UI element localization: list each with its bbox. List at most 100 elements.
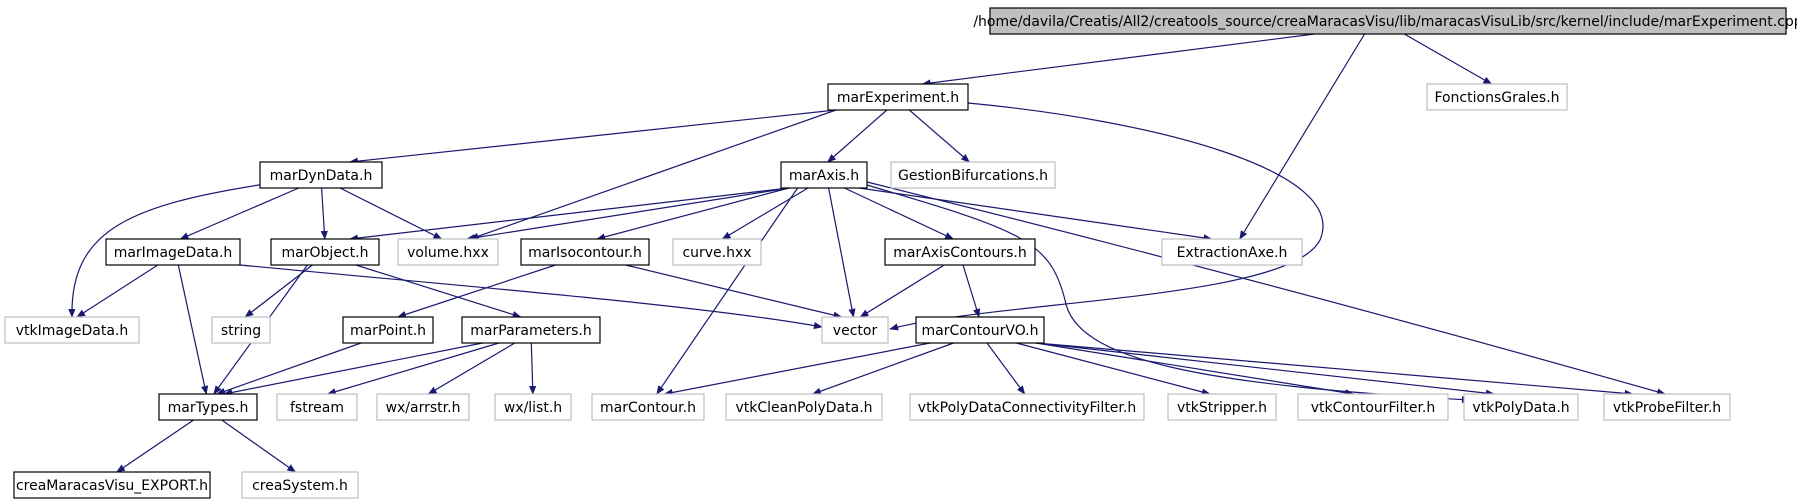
node-box xyxy=(890,161,1056,189)
node-volume: volume.hxx xyxy=(397,238,499,266)
node-box xyxy=(211,316,271,344)
edge-marIsocontour-to-vector xyxy=(625,264,843,319)
node-box xyxy=(270,238,380,266)
node-label: vtkContourFilter.h xyxy=(1311,400,1436,416)
node-box xyxy=(4,316,140,344)
node-label: FonctionsGrales.h xyxy=(1434,90,1559,106)
edge-marExperiment-to-vector xyxy=(889,102,1324,331)
edge-marAxis-to-marIsocontour xyxy=(596,187,790,241)
node-vtkStripper: vtkStripper.h xyxy=(1167,393,1277,421)
node-box xyxy=(1426,83,1568,111)
edge-marDynData-to-marObject xyxy=(320,187,328,240)
node-label: wx/arrstr.h xyxy=(386,400,461,416)
node-box xyxy=(821,316,889,344)
node-wxlist: wx/list.h xyxy=(494,393,572,421)
node-label: marContourVO.h xyxy=(922,323,1039,339)
node-label: GestionBifurcations.h xyxy=(898,168,1048,184)
node-box xyxy=(461,316,601,344)
node-curve: curve.hxx xyxy=(672,238,762,266)
edge-marImageData-to-vtkImageData xyxy=(76,264,159,318)
node-arrstr: wx/arrstr.h xyxy=(376,393,470,421)
node-marContourVO[interactable]: marContourVO.h xyxy=(915,316,1045,344)
node-label: ExtractionAxe.h xyxy=(1177,245,1288,261)
node-label: string xyxy=(221,323,261,339)
node-box xyxy=(276,393,358,421)
node-box xyxy=(241,471,359,499)
edge-marPoint-to-marTypes xyxy=(216,342,362,395)
edge-marAxis-to-marObject xyxy=(349,187,790,242)
node-marAxisContours[interactable]: marAxisContours.h xyxy=(884,238,1036,266)
node-box xyxy=(909,393,1145,421)
edge-marTypes-to-creaSystem xyxy=(221,419,297,473)
node-label: vtkImageData.h xyxy=(16,323,128,339)
node-root[interactable]: /home/davila/Creatis/All2/creatools_sour… xyxy=(973,7,1797,35)
node-box xyxy=(13,471,211,499)
node-label: marParameters.h xyxy=(470,323,591,339)
node-marTypes[interactable]: marTypes.h xyxy=(158,393,258,421)
edge-marAxis-to-marAxisContours xyxy=(844,187,955,240)
node-label: vector xyxy=(833,323,878,339)
node-label: marImageData.h xyxy=(114,245,233,261)
node-vector: vector xyxy=(821,316,889,344)
edge-marIsocontour-to-marPoint xyxy=(397,264,556,318)
edge-marAxis-to-vtkPolyData xyxy=(866,184,1471,404)
node-box xyxy=(520,238,650,266)
node-box xyxy=(1297,393,1449,421)
node-box xyxy=(376,393,470,421)
edge-root-to-marExperiment xyxy=(921,33,1315,87)
nodes-layer: /home/davila/Creatis/All2/creatools_sour… xyxy=(4,7,1797,499)
node-box xyxy=(158,393,258,421)
node-creaSystem: creaSystem.h xyxy=(241,471,359,499)
node-vtkProbeFilter: vtkProbeFilter.h xyxy=(1603,393,1731,421)
node-marParameters[interactable]: marParameters.h xyxy=(461,316,601,344)
node-box xyxy=(259,161,383,189)
node-box xyxy=(591,393,705,421)
edges-layer xyxy=(68,33,1666,473)
node-marObject[interactable]: marObject.h xyxy=(270,238,380,266)
node-label: marObject.h xyxy=(282,245,369,261)
node-marPoint[interactable]: marPoint.h xyxy=(342,316,434,344)
node-vtkPolyDataConnectivityFilter: vtkPolyDataConnectivityFilter.h xyxy=(909,393,1145,421)
edge-marAxis-to-ExtractionAxe xyxy=(858,187,1213,242)
edge-marContourVO-to-vtkPolyDataConnectivityFilter xyxy=(986,342,1026,395)
edge-marParameters-to-arrstr xyxy=(427,342,516,395)
node-marExperiment[interactable]: marExperiment.h xyxy=(827,83,969,111)
edge-marObject-to-marParameters xyxy=(355,264,522,318)
node-box xyxy=(105,238,241,266)
node-box xyxy=(494,393,572,421)
edge-marExperiment-to-marDynData xyxy=(349,109,837,165)
node-fstream: fstream xyxy=(276,393,358,421)
node-marDynData[interactable]: marDynData.h xyxy=(259,161,383,189)
edge-marAxisContours-to-vector xyxy=(859,264,945,318)
node-marAxis[interactable]: marAxis.h xyxy=(780,161,868,189)
node-box xyxy=(342,316,434,344)
node-label: marIsocontour.h xyxy=(528,245,642,261)
node-vtkContourFilter: vtkContourFilter.h xyxy=(1297,393,1449,421)
node-box xyxy=(884,238,1036,266)
node-label: marPoint.h xyxy=(350,323,426,339)
edge-marParameters-to-wxlist xyxy=(529,342,537,395)
edge-marContourVO-to-vtkProbeFilter xyxy=(1035,342,1634,397)
edge-marParameters-to-marTypes xyxy=(223,342,483,396)
edge-marImageData-to-vector xyxy=(239,264,823,330)
node-vtkPolyData: vtkPolyData.h xyxy=(1463,393,1579,421)
edge-marDynData-to-vtkImageData xyxy=(68,183,266,318)
edge-marAxis-to-vector xyxy=(828,187,856,318)
node-label: /home/davila/Creatis/All2/creatools_sour… xyxy=(973,14,1797,30)
node-FonctionsGrales: FonctionsGrales.h xyxy=(1426,83,1568,111)
node-marIsocontour[interactable]: marIsocontour.h xyxy=(520,238,650,266)
edge-marImageData-to-marTypes xyxy=(177,264,209,395)
node-vtkCleanPolyData: vtkCleanPolyData.h xyxy=(725,393,883,421)
node-GestionBifurcations: GestionBifurcations.h xyxy=(890,161,1056,189)
node-label: marTypes.h xyxy=(168,400,249,416)
node-creaMaracasVisuExport[interactable]: creaMaracasVisu_EXPORT.h xyxy=(13,471,211,499)
node-label: creaMaracasVisu_EXPORT.h xyxy=(16,478,208,494)
node-box xyxy=(827,83,969,111)
node-box xyxy=(780,161,868,189)
node-marImageData[interactable]: marImageData.h xyxy=(105,238,241,266)
node-label: marAxis.h xyxy=(789,168,859,184)
node-string: string xyxy=(211,316,271,344)
node-vtkImageData: vtkImageData.h xyxy=(4,316,140,344)
edge-root-to-ExtractionAxe xyxy=(1239,33,1366,240)
